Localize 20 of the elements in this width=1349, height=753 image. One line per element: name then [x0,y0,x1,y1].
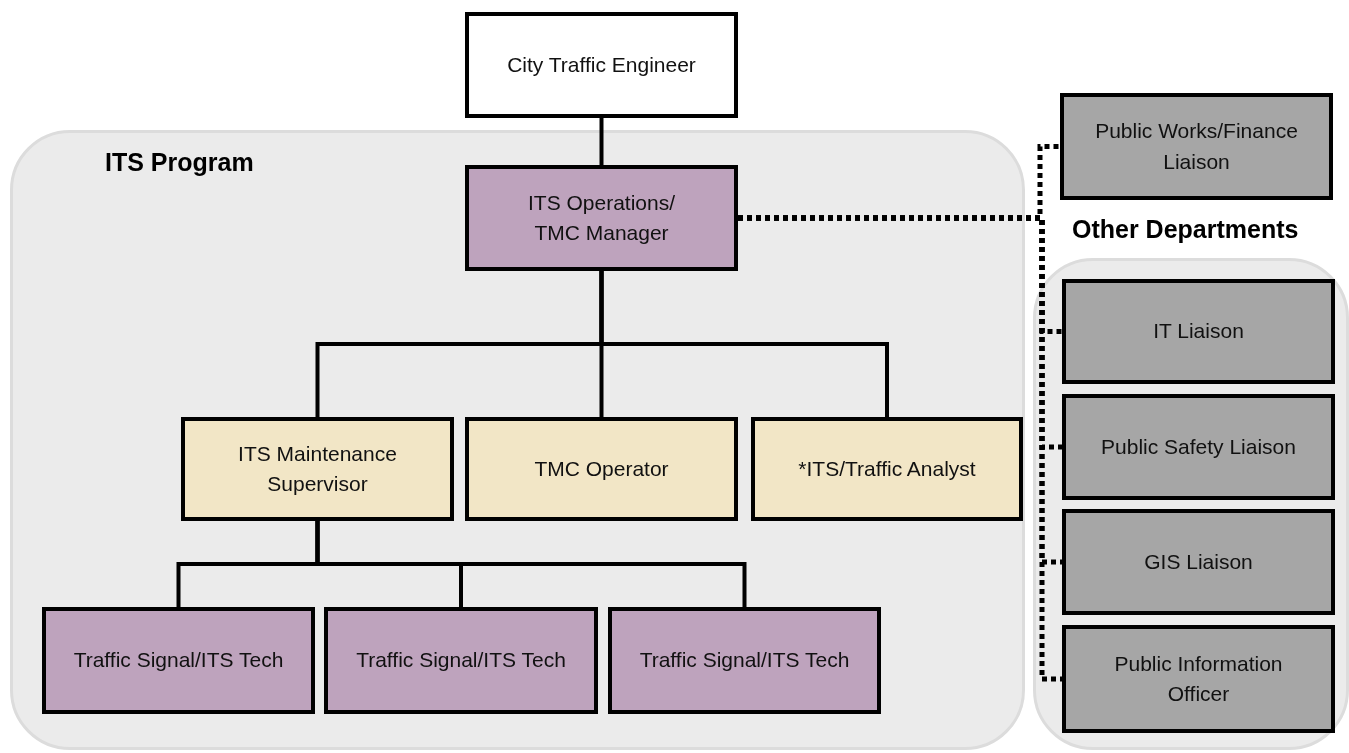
role-box: Public Safety Liaison [1062,394,1335,500]
group-heading: ITS Program [105,148,254,177]
role-box: Traffic Signal/ITS Tech [608,607,881,714]
role-box: *ITS/Traffic Analyst [751,417,1023,521]
role-box: ITS Operations/ TMC Manager [465,165,738,271]
connector-line [315,521,747,607]
role-box: Traffic Signal/ITS Tech [324,607,598,714]
role-box: TMC Operator [465,417,738,521]
dotted-connector [738,215,1062,682]
role-box: Public Information Officer [1062,625,1335,733]
role-box: City Traffic Engineer [465,12,738,118]
connector-line [599,271,889,417]
role-box: Public Works/Finance Liaison [1060,93,1333,200]
connector-line [599,118,604,165]
role-box: ITS Maintenance Supervisor [181,417,454,521]
group-panel [10,130,1025,750]
role-box: IT Liaison [1062,279,1335,384]
group-heading: Other Departments [1072,215,1299,244]
role-box: GIS Liaison [1062,509,1335,615]
role-box: Traffic Signal/ITS Tech [42,607,315,714]
